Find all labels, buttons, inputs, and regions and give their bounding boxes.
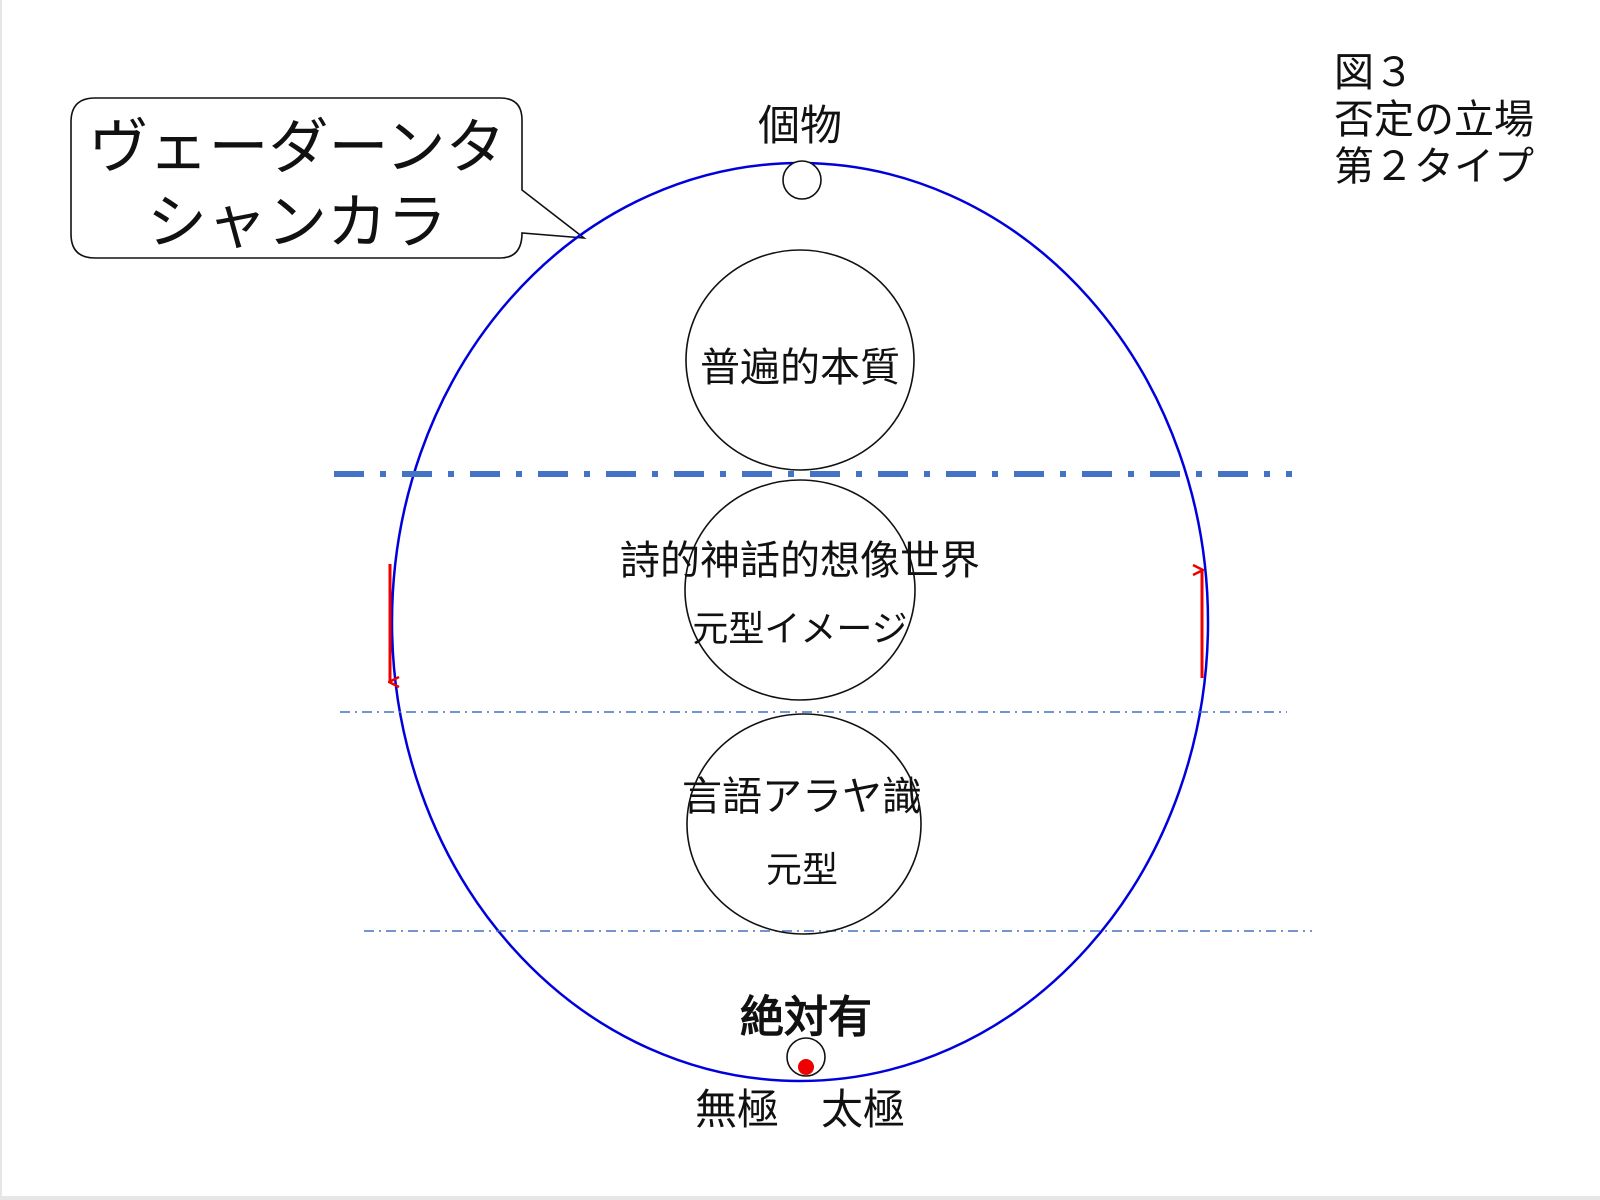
essence-label: 普遍的本質 — [700, 345, 900, 391]
origin-dot — [798, 1059, 814, 1075]
callout-bubble — [70, 97, 587, 259]
caption-line-1: 図３ — [1334, 50, 1414, 96]
absolute-being-circle — [786, 1037, 826, 1077]
absolute-being-label: 絶対有 — [740, 992, 872, 1043]
callout-line-1: ヴェーダーンタ — [89, 113, 506, 183]
language-alaya-circle — [686, 713, 922, 935]
archetype-image-label: 元型イメージ — [692, 609, 907, 650]
myth-world-circle — [684, 479, 916, 701]
essence-circle — [685, 249, 915, 471]
individual-label: 個物 — [758, 101, 842, 150]
caption-line-2: 否定の立場 — [1334, 97, 1534, 143]
archetype-label: 元型 — [766, 850, 838, 891]
myth-world-label: 詩的神話的想像世界 — [620, 538, 980, 584]
figure-caption: 図３ 否定の立場 第２タイプ — [1334, 50, 1534, 191]
top-individual-circle — [782, 160, 822, 200]
bottom-label: 無極 太極 — [695, 1085, 905, 1134]
language-alaya-label: 言語アラヤ識 — [682, 774, 922, 820]
callout-line-2: シャンカラ — [147, 188, 447, 258]
caption-line-3: 第２タイプ — [1334, 144, 1534, 190]
